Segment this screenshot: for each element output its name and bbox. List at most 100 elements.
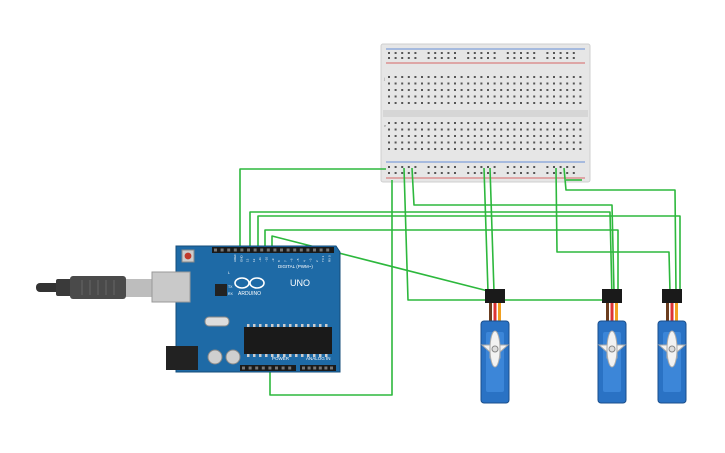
bb-hole[interactable] (579, 128, 582, 131)
bb-hole[interactable] (539, 148, 542, 150)
bb-hole[interactable] (579, 95, 582, 98)
bb-hole[interactable] (526, 148, 529, 150)
bb-hole[interactable] (421, 76, 423, 78)
bb-hole[interactable] (407, 95, 410, 98)
rail-hole[interactable] (480, 57, 483, 59)
bb-hole[interactable] (487, 122, 489, 124)
bb-hole[interactable] (559, 95, 562, 98)
bb-hole[interactable] (440, 141, 443, 144)
bb-hole[interactable] (513, 102, 516, 104)
bb-hole[interactable] (480, 141, 483, 144)
wire-bb-to-servo1-a[interactable] (483, 167, 489, 293)
bb-hole[interactable] (572, 76, 575, 78)
bb-hole[interactable] (427, 102, 430, 104)
bb-hole[interactable] (533, 102, 536, 104)
wire-gnd-to-breadboard[interactable] (239, 168, 386, 247)
rail-hole[interactable] (440, 52, 443, 54)
bb-hole[interactable] (579, 148, 582, 150)
rail-hole[interactable] (546, 172, 549, 174)
rail-hole[interactable] (473, 57, 476, 59)
bb-hole[interactable] (487, 135, 489, 137)
rail-hole[interactable] (559, 172, 562, 174)
rail-hole[interactable] (520, 172, 522, 174)
rail-hole[interactable] (572, 172, 575, 174)
wire-bb-to-servo2[interactable] (411, 167, 615, 293)
bb-hole[interactable] (553, 135, 555, 137)
bb-hole[interactable] (388, 95, 390, 98)
bb-hole[interactable] (454, 89, 456, 91)
bb-hole[interactable] (434, 95, 437, 98)
rail-hole[interactable] (553, 166, 555, 168)
bb-hole[interactable] (447, 95, 450, 98)
rail-hole[interactable] (388, 172, 390, 174)
wire-pin-to-rail[interactable] (249, 211, 613, 299)
rail-hole[interactable] (427, 172, 430, 174)
digital-header-hole[interactable] (319, 248, 323, 252)
rail-hole[interactable] (513, 166, 516, 168)
rail-hole[interactable] (480, 52, 483, 54)
bb-hole[interactable] (506, 76, 509, 78)
wire-pin-to-servo3[interactable] (257, 215, 681, 292)
bb-hole[interactable] (467, 89, 470, 91)
bb-hole[interactable] (460, 89, 463, 91)
bb-hole[interactable] (454, 95, 456, 98)
bb-hole[interactable] (572, 128, 575, 131)
bb-hole[interactable] (546, 148, 549, 150)
rail-hole[interactable] (394, 166, 397, 168)
bb-hole[interactable] (513, 95, 516, 98)
rail-hole[interactable] (559, 57, 562, 59)
bb-hole[interactable] (447, 135, 450, 137)
bb-hole[interactable] (566, 122, 569, 124)
bb-hole[interactable] (539, 135, 542, 137)
rail-hole[interactable] (414, 52, 417, 54)
bb-hole[interactable] (434, 135, 437, 137)
rail-hole[interactable] (520, 52, 522, 54)
bb-hole[interactable] (454, 82, 456, 85)
arduino-uno-board[interactable]: ARDUINO UNO DIGITAL (PWM~) POWER ANALOG … (151, 245, 341, 373)
rail-hole[interactable] (407, 166, 410, 168)
bb-hole[interactable] (500, 128, 503, 131)
digital-header-hole[interactable] (227, 248, 231, 252)
bb-hole[interactable] (440, 76, 443, 78)
digital-header-hole[interactable] (293, 248, 297, 252)
rail-hole[interactable] (407, 57, 410, 59)
rail-hole[interactable] (401, 166, 404, 168)
bb-hole[interactable] (467, 148, 470, 150)
bb-hole[interactable] (388, 82, 390, 85)
bb-hole[interactable] (579, 135, 582, 137)
rail-hole[interactable] (454, 172, 456, 174)
bb-hole[interactable] (513, 141, 516, 144)
digital-header-hole[interactable] (280, 248, 283, 252)
bb-hole[interactable] (401, 102, 404, 104)
bb-hole[interactable] (493, 82, 496, 85)
bb-hole[interactable] (506, 135, 509, 137)
bb-hole[interactable] (559, 76, 562, 78)
bb-hole[interactable] (440, 135, 443, 137)
bb-hole[interactable] (546, 76, 549, 78)
rail-hole[interactable] (473, 172, 476, 174)
digital-header-hole[interactable] (233, 248, 237, 252)
analog-header-hole[interactable] (302, 366, 305, 370)
bb-hole[interactable] (487, 95, 489, 98)
bb-hole[interactable] (559, 135, 562, 137)
rail-hole[interactable] (467, 166, 470, 168)
bb-hole[interactable] (559, 122, 562, 124)
bb-hole[interactable] (553, 128, 555, 131)
bb-hole[interactable] (553, 122, 555, 124)
rail-hole[interactable] (487, 166, 489, 168)
bb-hole[interactable] (539, 128, 542, 131)
bb-hole[interactable] (526, 95, 529, 98)
servo-connector[interactable] (662, 289, 682, 303)
bb-hole[interactable] (553, 82, 555, 85)
bb-hole[interactable] (546, 141, 549, 144)
digital-header-hole[interactable] (273, 248, 277, 252)
bb-hole[interactable] (473, 89, 476, 91)
bb-hole[interactable] (388, 135, 390, 137)
bb-hole[interactable] (401, 148, 404, 150)
rail-hole[interactable] (513, 172, 516, 174)
bb-hole[interactable] (500, 95, 503, 98)
bb-hole[interactable] (454, 122, 456, 124)
bb-hole[interactable] (394, 141, 397, 144)
bb-hole[interactable] (493, 102, 496, 104)
bb-hole[interactable] (487, 148, 489, 150)
